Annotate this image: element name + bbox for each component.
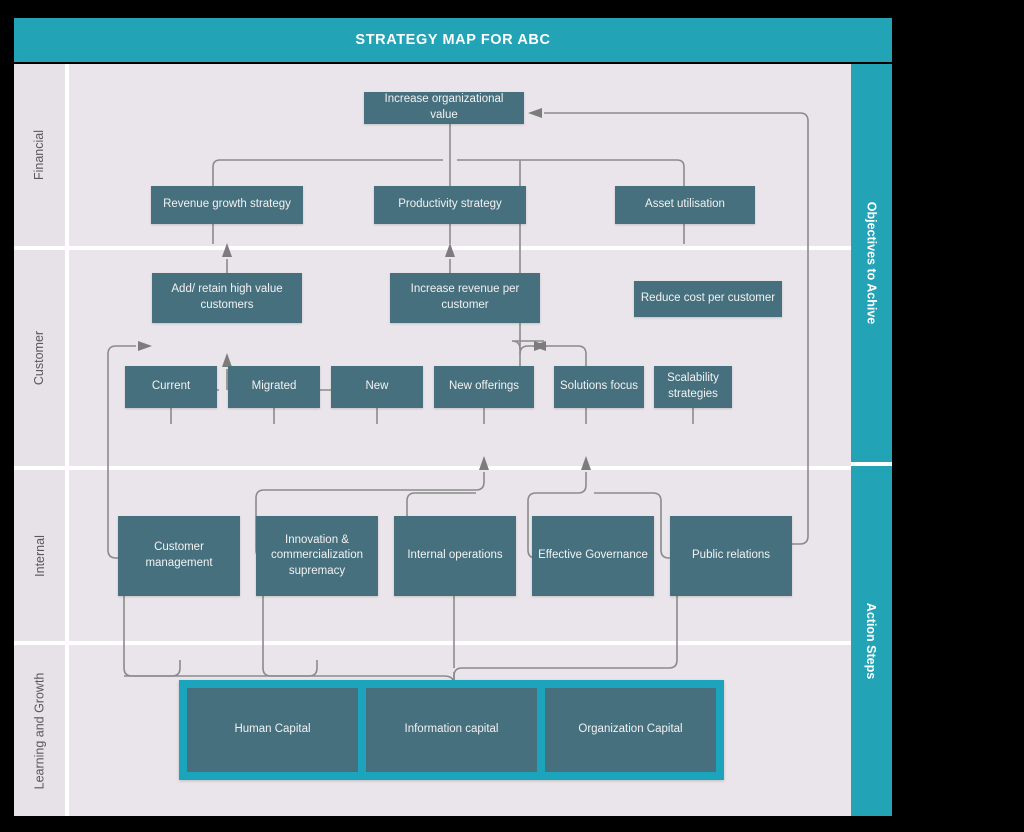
node-organization-capital[interactable]: Organization Capital [545, 688, 716, 772]
node-revenue-growth-strategy[interactable]: Revenue growth strategy [151, 186, 303, 224]
node-label: Customer management [145, 541, 213, 569]
node-increase-revenue-per-customer[interactable]: Increase revenue per customer [390, 273, 540, 323]
strategy-map-frame: Financial Customer Internal Learning and… [14, 64, 892, 816]
node-label: Increase revenue per customer [410, 283, 520, 311]
node-new[interactable]: New [331, 366, 423, 408]
node-migrated[interactable]: Migrated [228, 366, 320, 408]
node-label: Effective Governance [538, 549, 648, 562]
node-label: Revenue growth strategy [163, 198, 291, 211]
node-new-offerings[interactable]: New offerings [434, 366, 534, 408]
row-label-internal: Internal [14, 470, 65, 641]
node-public-relations[interactable]: Public relations [670, 516, 792, 596]
node-innovation-commercialization-supremacy[interactable]: Innovation & commercialization supremacy [256, 516, 378, 596]
node-label: Human Capital [234, 723, 311, 736]
row-label-customer: Customer [14, 250, 65, 466]
sidebar-band-objectives: Objectives to Achive [851, 64, 892, 462]
node-scalability-strategies[interactable]: Scalability strategies [654, 366, 732, 408]
row-label-learning-and-growth: Learning and Growth [14, 645, 65, 816]
row-label-internal-text: Internal [32, 534, 47, 577]
node-label: Productivity strategy [398, 198, 502, 211]
sidebar-band-objectives-text: Objectives to Achive [864, 201, 879, 325]
page-title: STRATEGY MAP FOR ABC [355, 32, 551, 48]
node-label: New [365, 380, 389, 393]
node-effective-governance[interactable]: Effective Governance [532, 516, 654, 596]
node-label: Add/ retain high value customers [171, 283, 283, 311]
node-label: Increase organizational value [384, 93, 504, 121]
node-label: Migrated [251, 380, 297, 393]
node-label: Public relations [692, 549, 770, 562]
node-asset-utilisation[interactable]: Asset utilisation [615, 186, 755, 224]
node-label: Organization Capital [578, 723, 683, 736]
node-increase-organizational-value[interactable]: Increase organizational value [364, 92, 524, 124]
node-customer-management[interactable]: Customer management [118, 516, 240, 596]
node-label: Asset utilisation [645, 198, 725, 211]
sidebar-band-action-steps: Action Steps [851, 466, 892, 816]
node-label: Current [151, 380, 191, 393]
node-human-capital[interactable]: Human Capital [187, 688, 358, 772]
node-information-capital[interactable]: Information capital [366, 688, 537, 772]
node-label: Innovation & commercialization supremacy [270, 533, 364, 577]
node-reduce-cost-per-customer[interactable]: Reduce cost per customer [634, 281, 782, 317]
node-solutions-focus[interactable]: Solutions focus [554, 366, 644, 408]
node-label: Reduce cost per customer [640, 292, 776, 305]
node-add-retain-high-value-customers[interactable]: Add/ retain high value customers [152, 273, 302, 323]
node-current[interactable]: Current [125, 366, 217, 408]
node-label: Information capital [404, 723, 499, 736]
row-label-financial: Financial [14, 64, 65, 246]
row-label-learning-and-growth-text: Learning and Growth [32, 672, 47, 789]
node-label: Solutions focus [560, 380, 638, 393]
row-label-customer-text: Customer [32, 330, 47, 386]
node-label: Internal operations [407, 549, 503, 562]
page-title-bar: STRATEGY MAP FOR ABC [14, 18, 892, 62]
row-label-financial-text: Financial [32, 129, 47, 181]
node-label: Scalability strategies [667, 372, 719, 400]
node-internal-operations[interactable]: Internal operations [394, 516, 516, 596]
node-label: New offerings [448, 380, 520, 393]
sidebar-band-action-steps-text: Action Steps [864, 602, 879, 680]
node-productivity-strategy[interactable]: Productivity strategy [374, 186, 526, 224]
learning-growth-group: Human Capital Information capital Organi… [179, 680, 724, 780]
